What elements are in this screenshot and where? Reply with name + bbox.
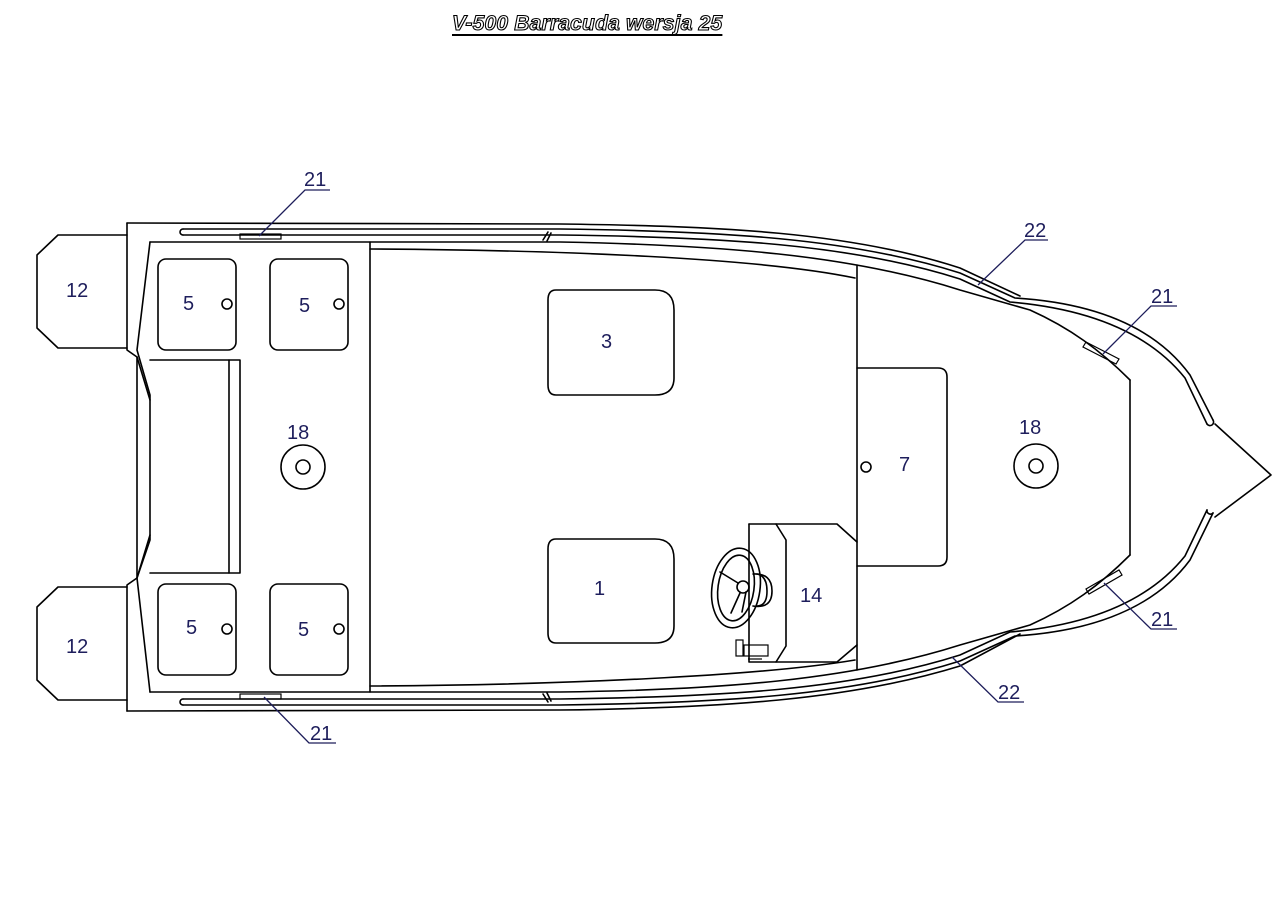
- locker-aft-top-left[interactable]: 5: [157, 258, 237, 351]
- throttle-lever-icon[interactable]: [735, 639, 769, 660]
- callout-21: 21: [1151, 286, 1173, 308]
- hatch-driver-seat-label: 1: [594, 578, 605, 600]
- locker-label: 5: [298, 619, 309, 641]
- hatch-forward-seat-label: 3: [601, 331, 612, 353]
- locker-aft-bottom-left[interactable]: 5: [157, 583, 237, 676]
- cleat-bow-label: 18: [1019, 417, 1041, 439]
- hatch-forward-seat[interactable]: 3: [547, 289, 675, 396]
- callout-21: 21: [310, 723, 332, 745]
- callout-22: 22: [998, 682, 1020, 704]
- hatch-driver-seat[interactable]: 1: [547, 538, 675, 644]
- steering-wheel-icon[interactable]: [707, 545, 773, 631]
- callout-21: 21: [304, 169, 326, 191]
- aft-deck: [136, 241, 371, 693]
- locker-label: 5: [186, 617, 197, 639]
- cleat-aft[interactable]: 18: [280, 422, 326, 490]
- rail-cleat-top-bow[interactable]: 21: [1082, 286, 1177, 365]
- rail-cleat-top-aft[interactable]: 21: [239, 169, 330, 240]
- engine-mount-bottom[interactable]: 12: [36, 586, 128, 701]
- rub-rail-bottom-callout[interactable]: 22: [951, 656, 1024, 704]
- locker-label: 5: [299, 295, 310, 317]
- hull-outline: [126, 222, 1272, 712]
- locker-aft-top-right[interactable]: 5: [269, 258, 349, 351]
- seat-back-bottom: [369, 659, 856, 687]
- console[interactable]: 14: [748, 523, 858, 663]
- engine-mount-bottom-label: 12: [66, 636, 88, 658]
- drawing-title: V-500 Barracuda wersja 25: [451, 11, 723, 35]
- console-label: 14: [800, 585, 822, 607]
- callout-22: 22: [1024, 220, 1046, 242]
- seat-back-top: [369, 248, 856, 279]
- engine-mount-top-label: 12: [66, 280, 88, 302]
- locker-label: 5: [183, 293, 194, 315]
- cleat-bow[interactable]: 18: [1013, 417, 1059, 489]
- locker-aft-bottom-right[interactable]: 5: [269, 583, 349, 676]
- rub-rail-top: [179, 228, 1215, 427]
- rail-cleat-bottom-aft[interactable]: 21: [239, 693, 336, 745]
- rub-rail-top-callout[interactable]: 22: [977, 220, 1048, 286]
- rail-cleat-bottom-bow[interactable]: 21: [1085, 569, 1177, 631]
- callout-21: 21: [1151, 609, 1173, 631]
- engine-mount-top[interactable]: 12: [36, 234, 128, 349]
- rub-rail-bottom: [179, 509, 1214, 706]
- bow-locker[interactable]: 7: [856, 367, 948, 567]
- bow-locker-label: 7: [899, 454, 910, 476]
- inner-deck-outline: [149, 231, 1131, 703]
- cleat-aft-label: 18: [287, 422, 309, 444]
